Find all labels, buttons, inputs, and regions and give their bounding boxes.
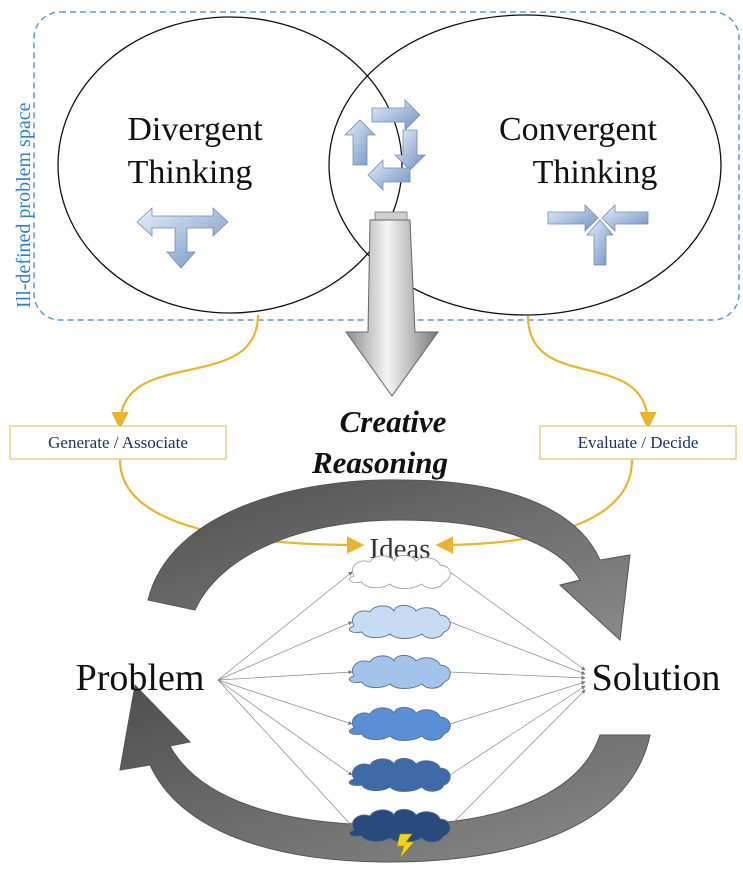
converging-arrows-icon (547, 204, 649, 266)
divergent-circle (57, 16, 403, 314)
ideas-to-solution-lines (449, 571, 586, 827)
divergent-line1: Divergent (127, 111, 263, 148)
idea-cloud-6 (348, 808, 451, 843)
big-down-arrow (345, 211, 439, 397)
generate-to-ideas-arrow (118, 459, 365, 554)
problem-to-ideas-lines (217, 571, 353, 827)
idea-cloud-5 (348, 757, 451, 792)
idea-cloud-1 (348, 554, 451, 589)
evaluate-curve-arrow (526, 315, 657, 430)
idea-cloud-2 (348, 604, 451, 639)
cycle-arrows-icon (344, 99, 426, 191)
problem-label: Problem (76, 657, 205, 699)
creative-label: Creative (340, 404, 447, 439)
divergent-line2: Thinking (128, 154, 253, 191)
convergent-circle (328, 14, 722, 316)
reasoning-label: Reasoning (311, 445, 448, 480)
problem-space-label: Ill-defined problem space (13, 102, 35, 308)
problem-space-border (33, 11, 740, 321)
idea-cloud-3 (348, 654, 451, 689)
solution-label: Solution (592, 657, 721, 699)
diverging-arrows-icon (136, 207, 229, 269)
generate-box (9, 425, 227, 460)
generate-label: Generate / Associate (48, 433, 188, 452)
cycle-arrow-bottom (119, 683, 651, 863)
convergent-line1: Convergent (499, 111, 658, 148)
evaluate-label: Evaluate / Decide (578, 433, 699, 452)
idea-clouds (348, 554, 451, 843)
cycle-arrow-top (147, 479, 631, 642)
generate-curve-arrow (111, 314, 260, 430)
idea-cloud-4 (348, 706, 451, 741)
lightning-icon (396, 833, 415, 859)
evaluate-box (539, 425, 737, 460)
convergent-line2: Thinking (533, 154, 658, 191)
